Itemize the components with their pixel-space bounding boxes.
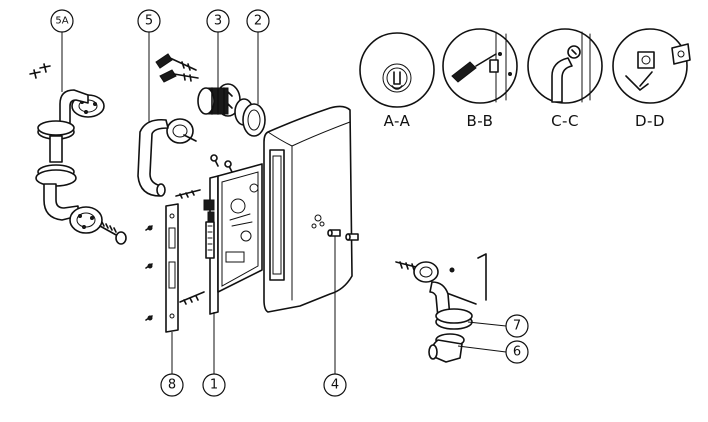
callout-5: 5 bbox=[137, 9, 161, 33]
callout-6: 6 bbox=[505, 340, 529, 364]
svg-text:1: 1 bbox=[210, 378, 218, 393]
callout-4: 4 bbox=[323, 373, 347, 397]
detail-label-b-b: B-B bbox=[467, 112, 494, 130]
callout-8: 8 bbox=[160, 373, 184, 397]
callout-5a: 5A bbox=[50, 9, 74, 33]
svg-text:5A: 5A bbox=[55, 16, 68, 27]
detail-view-c-c bbox=[527, 28, 603, 104]
detail-view-a-a bbox=[359, 32, 435, 108]
strike-plate-8 bbox=[145, 203, 179, 333]
leader-6 bbox=[457, 345, 507, 353]
set-screws-4 bbox=[327, 229, 359, 241]
thumb-turn-lever-6-7 bbox=[395, 253, 487, 363]
detail-view-d-d bbox=[612, 28, 691, 104]
detail-label-c-c: C-C bbox=[551, 112, 579, 130]
svg-text:6: 6 bbox=[513, 345, 521, 360]
lever-handle-5 bbox=[137, 118, 197, 197]
keys bbox=[155, 53, 199, 83]
callout-3: 3 bbox=[206, 9, 230, 33]
svg-text:5: 5 bbox=[145, 14, 153, 29]
callout-1: 1 bbox=[202, 373, 226, 397]
detail-view-b-b bbox=[442, 28, 518, 104]
door-panel bbox=[263, 105, 353, 313]
mortise-lock-body-1 bbox=[175, 154, 263, 315]
detail-label-d-d: D-D bbox=[635, 112, 665, 130]
cylinder-3 bbox=[197, 83, 241, 117]
svg-text:4: 4 bbox=[331, 378, 339, 393]
detail-label-a-a: A-A bbox=[384, 112, 411, 130]
leader-7 bbox=[467, 321, 507, 327]
svg-text:8: 8 bbox=[168, 378, 176, 393]
lever-handle-5a bbox=[29, 63, 127, 245]
cylinder-ring-2 bbox=[234, 98, 266, 137]
callout-2: 2 bbox=[246, 9, 270, 33]
callout-7: 7 bbox=[505, 314, 529, 338]
svg-text:2: 2 bbox=[254, 14, 262, 29]
svg-text:3: 3 bbox=[214, 14, 222, 29]
svg-text:7: 7 bbox=[513, 319, 521, 334]
